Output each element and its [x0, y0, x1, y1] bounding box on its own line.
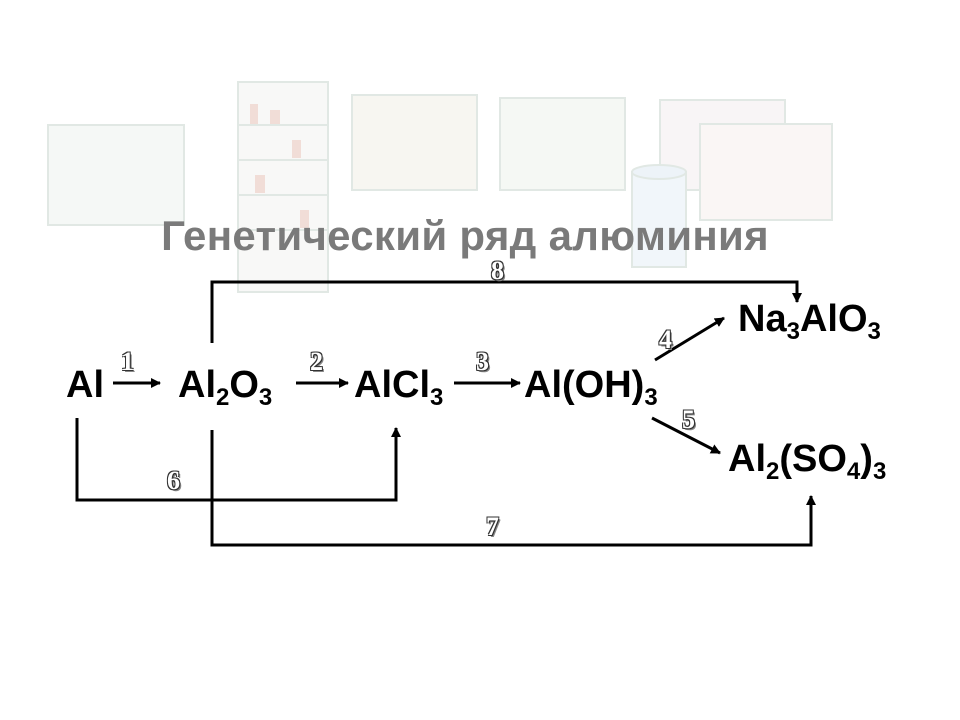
laboratory-background	[47, 81, 833, 293]
step-label-6: 6	[167, 466, 180, 495]
arrow-6	[75, 418, 401, 502]
formula-alcl3: AlCl3	[354, 364, 444, 411]
step-label-2: 2	[310, 347, 323, 376]
arrow-5	[651, 416, 721, 455]
step-label-1: 1	[121, 347, 134, 376]
step-label-7: 7	[486, 512, 499, 541]
formula-aloh3: Al(OH)3	[524, 364, 658, 411]
formula-na3alo3: Na3AlO3	[738, 298, 881, 345]
step-label-5: 5	[682, 405, 695, 434]
glass-cylinder	[631, 171, 687, 268]
periodic-table-poster	[351, 94, 478, 191]
page-title: Генетический ряд алюминия	[161, 212, 769, 259]
formula-al2o3: Al2O3	[178, 364, 273, 411]
structure-poster	[499, 97, 626, 191]
formula-al: Al	[66, 364, 104, 406]
arrow-4	[654, 316, 725, 362]
arrow-8	[210, 280, 802, 343]
formula-poster-left	[47, 124, 185, 226]
arrow-7	[210, 430, 816, 547]
formula-poster-right	[699, 123, 833, 221]
step-label-3: 3	[476, 347, 489, 376]
step-label-4: 4	[659, 325, 672, 354]
step-label-8: 8	[491, 256, 504, 285]
formula-al2so43: Al2(SO4)3	[728, 438, 887, 485]
